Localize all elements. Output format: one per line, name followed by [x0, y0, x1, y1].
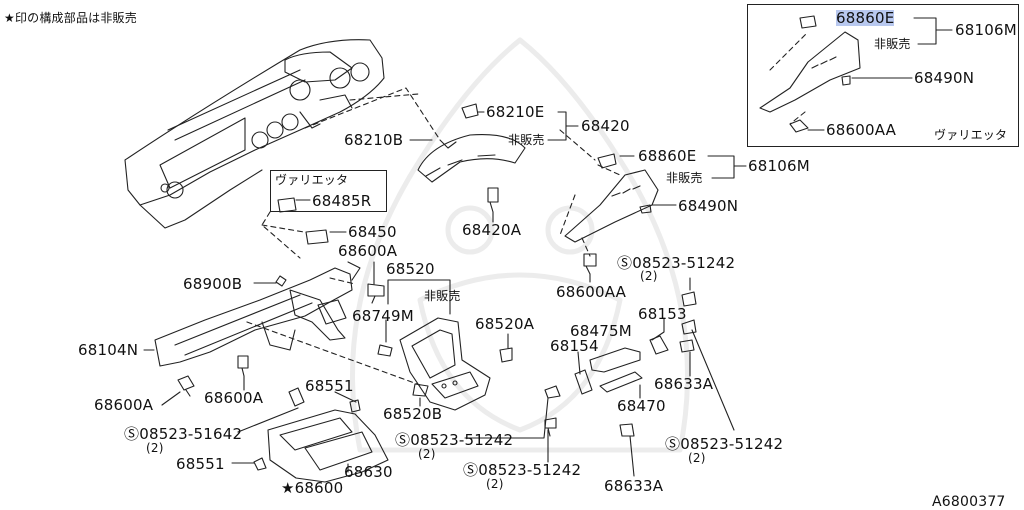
part-68450[interactable]: 68450 — [348, 223, 397, 241]
non-sale-inset: 非販売 — [874, 37, 911, 51]
part-68420[interactable]: 68420 — [581, 117, 630, 135]
diagram-code: A6800377 — [932, 494, 1006, 510]
part-68600a-mid[interactable]: 68600A — [204, 389, 264, 407]
clip-68485r — [277, 197, 297, 213]
non-sale-68520: 非販売 — [424, 289, 461, 303]
screw-08523-51242-far-right-number: 08523-51242 — [680, 435, 784, 453]
variety-box-frame — [270, 170, 387, 212]
part-68210e[interactable]: 68210E — [486, 103, 545, 121]
part-68420a[interactable]: 68420A — [462, 221, 522, 239]
dashboard-panel — [124, 39, 385, 229]
part-68520[interactable]: 68520 — [386, 260, 435, 278]
glove-box-68600 — [253, 387, 389, 483]
s-mark-icon: Ⓢ — [665, 435, 681, 453]
screw-08523-51242-bottom[interactable]: Ⓢ08523-51242 — [463, 462, 581, 478]
part-68860e-inset[interactable]: 68860E — [836, 9, 895, 27]
part-68470[interactable]: 68470 — [617, 397, 666, 415]
part-68520a[interactable]: 68520A — [475, 315, 535, 333]
part-68600aa-inset[interactable]: 68600AA — [826, 121, 897, 139]
center-cluster-68520 — [367, 283, 513, 411]
s-mark-icon: Ⓢ — [617, 254, 633, 272]
part-68633a-bottom[interactable]: 68633A — [604, 477, 664, 495]
part-68551-left[interactable]: 68551 — [176, 455, 225, 473]
part-68520b[interactable]: 68520B — [383, 405, 443, 423]
part-68106m[interactable]: 68106M — [748, 157, 810, 175]
bracket-68104n — [154, 261, 361, 367]
screw-08523-51242-center-number: 08523-51242 — [410, 431, 514, 449]
part-68490n[interactable]: 68490N — [678, 197, 739, 215]
qty-08523-51242-bottom: (2) — [486, 477, 504, 491]
watermark-crest — [350, 37, 690, 453]
part-68106m-inset[interactable]: 68106M — [955, 21, 1017, 39]
non-sale-68420: 非販売 — [508, 133, 545, 147]
part-68900b[interactable]: 68900B — [183, 275, 243, 293]
part-68600a-top[interactable]: 68600A — [338, 242, 398, 260]
vent-parts — [574, 335, 669, 395]
screw-08523-51242-far-right[interactable]: Ⓢ08523-51242 — [665, 436, 783, 452]
part-68633a-right[interactable]: 68633A — [654, 375, 714, 393]
part-68600a-left[interactable]: 68600A — [94, 396, 154, 414]
screw-08523-51642-number: 08523-51642 — [139, 425, 243, 443]
note-non-sale: ★印の構成部品は非販売 — [4, 11, 137, 25]
variety-inset-frame — [747, 4, 1019, 147]
s-mark-icon: Ⓢ — [463, 461, 479, 479]
qty-08523-51642: (2) — [146, 441, 164, 455]
s-mark-icon: Ⓢ — [124, 425, 140, 443]
screw-08523-51642[interactable]: Ⓢ08523-51642 — [124, 426, 242, 442]
part-68600-star[interactable]: ★68600 — [281, 479, 344, 497]
dashed-leaders — [246, 33, 807, 386]
screw-08523-51242-right-number: 08523-51242 — [632, 254, 736, 272]
part-68860e[interactable]: 68860E — [638, 147, 697, 165]
s-mark-icon: Ⓢ — [395, 431, 411, 449]
qty-08523-51242-right: (2) — [640, 269, 658, 283]
part-68154[interactable]: 68154 — [550, 337, 599, 355]
meter-hood-68420 — [417, 103, 526, 213]
part-68153[interactable]: 68153 — [638, 305, 687, 323]
screw-08523-51242-center[interactable]: Ⓢ08523-51242 — [395, 432, 513, 448]
part-68475m[interactable]: 68475M — [570, 322, 632, 340]
trim-68106m — [564, 153, 659, 275]
part-68210b[interactable]: 68210B — [344, 131, 404, 149]
part-68551-top[interactable]: 68551 — [305, 377, 354, 395]
part-68490n-inset[interactable]: 68490N — [914, 69, 975, 87]
clip-68450 — [305, 229, 329, 245]
variety-box-label: ヴァリエッタ — [275, 173, 349, 187]
qty-08523-51242-center: (2) — [418, 447, 436, 461]
trim-68106m-inset — [759, 15, 861, 133]
part-68749m[interactable]: 68749M — [352, 307, 414, 325]
leader-lines — [143, 17, 953, 477]
part-68104n[interactable]: 68104N — [78, 341, 139, 359]
screw-08523-51242-bottom-number: 08523-51242 — [478, 461, 582, 479]
part-68630[interactable]: 68630 — [344, 463, 393, 481]
screw-08523-51242-right[interactable]: Ⓢ08523-51242 — [617, 255, 735, 271]
variety-inset-label: ヴァリエッタ — [934, 128, 1008, 142]
qty-08523-51242-far-right: (2) — [688, 451, 706, 465]
part-68600aa[interactable]: 68600AA — [556, 283, 627, 301]
part-68485r[interactable]: 68485R — [312, 192, 372, 210]
non-sale-68106m: 非販売 — [666, 171, 703, 185]
